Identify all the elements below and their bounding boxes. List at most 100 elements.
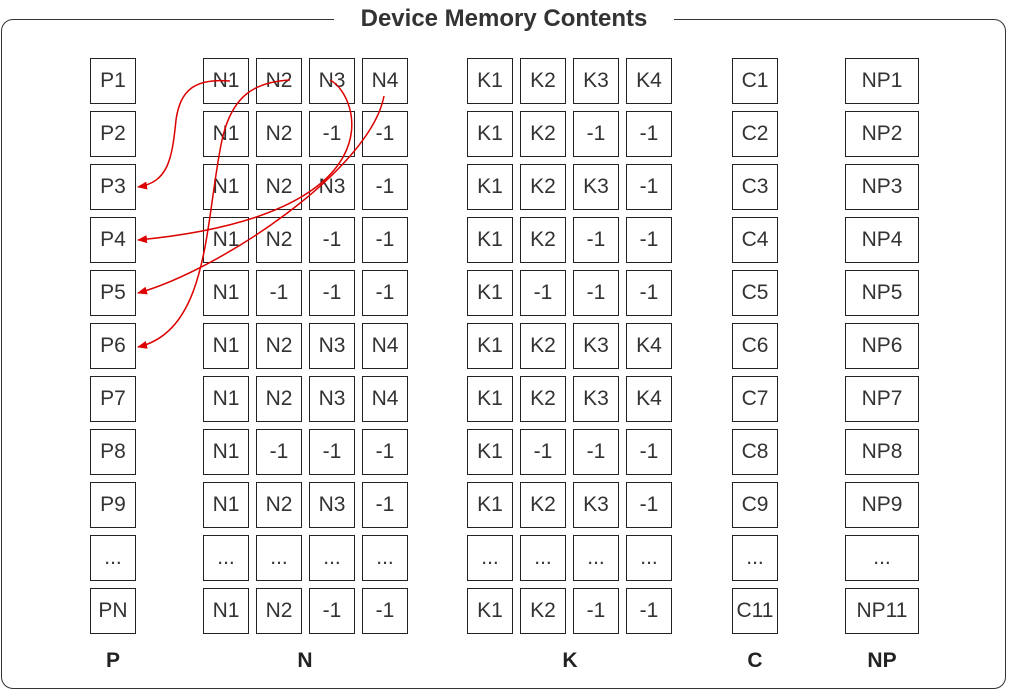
n-cell: N2	[256, 376, 302, 422]
n-cell: -1	[309, 588, 355, 634]
np-cell: NP7	[845, 376, 919, 422]
n-cell: N4	[362, 323, 408, 369]
diagram-title: Device Memory Contents	[334, 3, 674, 35]
c-cell: C9	[732, 482, 778, 528]
k-cell: -1	[520, 270, 566, 316]
k-cell: K1	[467, 270, 513, 316]
k-cell: K2	[520, 482, 566, 528]
n-cell: N2	[256, 323, 302, 369]
np-cell: NP5	[845, 270, 919, 316]
n-cell: N2	[256, 164, 302, 210]
k-cell: K2	[520, 323, 566, 369]
k-cell: -1	[573, 217, 619, 263]
n-cell: N4	[362, 376, 408, 422]
n-cell: N1	[203, 429, 249, 475]
c-cell: C3	[732, 164, 778, 210]
n-cell: -1	[362, 429, 408, 475]
n-cell: N1	[203, 111, 249, 157]
np-cell: NP2	[845, 111, 919, 157]
n-cell: N2	[256, 588, 302, 634]
n-cell: ...	[309, 535, 355, 581]
n-cell: -1	[309, 270, 355, 316]
k-cell: K2	[520, 164, 566, 210]
k-cell: K1	[467, 376, 513, 422]
k-cell: K1	[467, 482, 513, 528]
k-cell: -1	[626, 164, 672, 210]
n-cell: N1	[203, 58, 249, 104]
k-cell: ...	[467, 535, 513, 581]
n-cell: -1	[362, 217, 408, 263]
k-column-label: K	[562, 649, 578, 672]
n-cell: N3	[309, 376, 355, 422]
n-cell: N3	[309, 323, 355, 369]
k-cell: K4	[626, 58, 672, 104]
n-cell: -1	[362, 111, 408, 157]
k-cell: K1	[467, 323, 513, 369]
c-cell: C8	[732, 429, 778, 475]
k-cell: -1	[626, 217, 672, 263]
k-cell: K1	[467, 588, 513, 634]
c-column-label: C	[747, 649, 763, 672]
k-cell: K3	[573, 482, 619, 528]
n-cell: -1	[309, 429, 355, 475]
n-cell: -1	[256, 429, 302, 475]
k-cell: K1	[467, 217, 513, 263]
k-cell: -1	[626, 111, 672, 157]
k-cell: K2	[520, 588, 566, 634]
n-cell: N1	[203, 323, 249, 369]
np-cell: NP11	[845, 588, 919, 634]
k-cell: K3	[573, 323, 619, 369]
k-cell: -1	[626, 482, 672, 528]
c-cell: C7	[732, 376, 778, 422]
p-cell: P8	[90, 429, 136, 475]
k-cell: -1	[573, 429, 619, 475]
n-cell: N3	[309, 58, 355, 104]
n-cell: -1	[309, 111, 355, 157]
np-cell: NP3	[845, 164, 919, 210]
k-cell: -1	[626, 429, 672, 475]
k-cell: K4	[626, 323, 672, 369]
k-cell: -1	[520, 429, 566, 475]
n-cell: -1	[309, 217, 355, 263]
k-cell: K2	[520, 217, 566, 263]
k-cell: K1	[467, 58, 513, 104]
p-column-label: P	[105, 649, 120, 672]
n-column-label: N	[297, 649, 313, 672]
k-cell: K4	[626, 376, 672, 422]
k-cell: K3	[573, 164, 619, 210]
k-cell: K1	[467, 429, 513, 475]
n-cell: -1	[362, 164, 408, 210]
k-cell: ...	[573, 535, 619, 581]
np-cell: NP9	[845, 482, 919, 528]
n-cell: ...	[256, 535, 302, 581]
n-cell: N1	[203, 588, 249, 634]
k-cell: -1	[573, 588, 619, 634]
n-cell: N2	[256, 111, 302, 157]
n-cell: N1	[203, 482, 249, 528]
n-cell: N4	[362, 58, 408, 104]
n-cell: N2	[256, 58, 302, 104]
n-cell: -1	[362, 482, 408, 528]
k-cell: K3	[573, 376, 619, 422]
np-cell: NP6	[845, 323, 919, 369]
c-cell: C5	[732, 270, 778, 316]
c-cell: C2	[732, 111, 778, 157]
n-cell: N2	[256, 217, 302, 263]
p-cell: PN	[90, 588, 136, 634]
c-cell: C11	[732, 588, 778, 634]
c-cell: C1	[732, 58, 778, 104]
k-cell: -1	[626, 270, 672, 316]
k-cell: -1	[573, 270, 619, 316]
np-column-label: NP	[867, 649, 897, 672]
n-cell: -1	[362, 588, 408, 634]
n-cell: N1	[203, 376, 249, 422]
p-cell: P2	[90, 111, 136, 157]
n-cell: N1	[203, 270, 249, 316]
np-cell: NP4	[845, 217, 919, 263]
k-cell: K1	[467, 164, 513, 210]
n-cell: ...	[203, 535, 249, 581]
p-cell: P6	[90, 323, 136, 369]
np-cell: ...	[845, 535, 919, 581]
p-cell: ...	[90, 535, 136, 581]
n-cell: -1	[362, 270, 408, 316]
